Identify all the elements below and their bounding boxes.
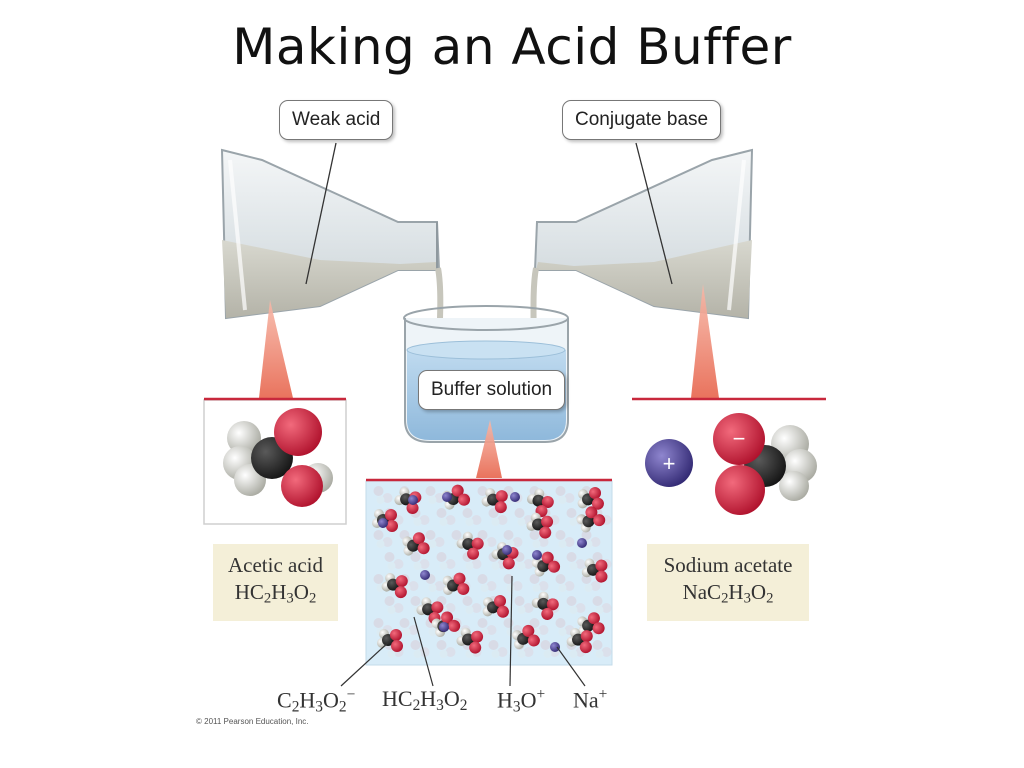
sodium-ion-small bbox=[577, 538, 587, 548]
sodium-ion-small bbox=[420, 570, 430, 580]
sodium-acetate-label: Sodium acetate NaC2H3O2 bbox=[647, 544, 809, 621]
acetate-minus-sign: − bbox=[733, 426, 746, 451]
buffer-solution-callout: Buffer solution bbox=[418, 370, 566, 410]
acetic-acid-formula: HC2H3O2 bbox=[234, 580, 317, 607]
sodium-ion-small bbox=[378, 518, 388, 528]
ion-leaders bbox=[340, 575, 586, 687]
conjugate-base-leader bbox=[635, 142, 673, 285]
sodium-ion-small bbox=[408, 495, 418, 505]
sodium-plus-sign: + bbox=[663, 451, 676, 476]
sodium-acetate-name: Sodium acetate bbox=[663, 553, 793, 577]
acetic-acid-name: Acetic acid bbox=[227, 553, 324, 577]
page-title: Making an Acid Buffer bbox=[232, 18, 792, 76]
buffer-zoom-cone bbox=[476, 420, 502, 478]
sodium-ion-small bbox=[532, 550, 542, 560]
acetic-acid-molecule bbox=[223, 408, 333, 507]
acetic-acid-panel bbox=[203, 397, 347, 525]
sodium-ion-small bbox=[510, 492, 520, 502]
sodium-acetate-formula: NaC2H3O2 bbox=[682, 580, 774, 607]
copyright-notice: © 2011 Pearson Education, Inc. bbox=[196, 717, 309, 726]
sodium-ion-small bbox=[439, 622, 449, 632]
acetic-acid-ion-label: HC2H3O2 bbox=[382, 686, 468, 714]
weak-acid-flask bbox=[220, 148, 441, 320]
acetic-acid-label: Acetic acid HC2H3O2 bbox=[213, 544, 338, 621]
acetate-ion-label: C2H3O2− bbox=[277, 686, 356, 716]
acetate-molecule bbox=[713, 413, 817, 515]
sodium-ion bbox=[645, 439, 693, 487]
sodium-ion-small bbox=[550, 642, 560, 652]
sodium-ion-small bbox=[442, 492, 452, 502]
sodium-ion-small bbox=[502, 545, 512, 555]
acid-zoom-cone bbox=[259, 300, 293, 398]
conjugate-base-callout: Conjugate base bbox=[562, 100, 722, 140]
buffer-molecular-view bbox=[365, 478, 613, 666]
sodium-ion-label: Na+ bbox=[573, 686, 608, 713]
conjugate-base-flask bbox=[533, 148, 754, 320]
hydronium-ion-label: H3O+ bbox=[497, 686, 546, 716]
sodium-acetate-panel: + − bbox=[632, 397, 826, 515]
weak-acid-callout: Weak acid bbox=[279, 100, 394, 140]
weak-acid-leader bbox=[305, 142, 337, 285]
base-zoom-cone bbox=[691, 284, 719, 398]
